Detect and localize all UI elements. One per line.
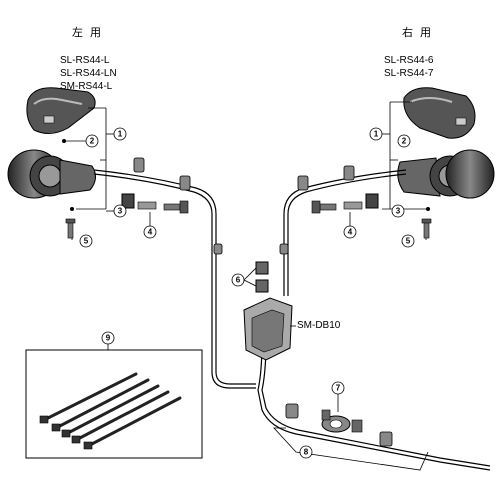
rear-adjuster — [321, 394, 363, 433]
zip-tie-box — [25, 344, 203, 459]
cable-clip-parts — [243, 261, 269, 293]
left-shifter-grip — [7, 149, 96, 199]
callout-5-left — [79, 234, 93, 248]
left-callout-lines — [64, 107, 114, 240]
callout-5-right-label: 5 — [406, 237, 411, 246]
callout-9-label: 9 — [106, 334, 111, 343]
callout-1-right — [369, 127, 383, 141]
left-model-1: SL-RS44-L — [60, 55, 110, 66]
callout-3-left — [113, 204, 127, 218]
right-model-2: SL-RS44-7 — [384, 68, 434, 79]
callout-4-right-label: 4 — [348, 228, 353, 237]
callout-5-right — [401, 234, 415, 248]
callout-9 — [101, 331, 115, 345]
callout-7-label: 7 — [336, 384, 341, 393]
right-heading: 右 用 — [402, 27, 434, 39]
callout-3-right — [391, 204, 405, 218]
callout-6-label: 6 — [236, 276, 241, 285]
callout-2-right-label: 2 — [402, 137, 407, 146]
left-heading: 左 用 — [72, 27, 104, 39]
zip-ties — [42, 372, 182, 448]
callout-4-left — [143, 225, 157, 239]
callout-5-left-label: 5 — [84, 237, 89, 246]
callout-4-left-label: 4 — [148, 228, 153, 237]
left-adjuster-assembly — [121, 193, 189, 226]
callout-1-left — [113, 127, 127, 141]
callout-4-right — [343, 225, 357, 239]
left-screw — [65, 218, 76, 239]
left-shifter-cover — [26, 87, 96, 134]
callout-1-left-label: 1 — [118, 130, 123, 139]
junction-label: SM-DB10 — [297, 320, 341, 331]
right-shifter-cover — [403, 87, 476, 139]
right-adjuster-assembly — [311, 193, 379, 226]
callout-2-right — [397, 134, 411, 148]
right-model-1: SL-RS44-6 — [384, 55, 434, 66]
callout-6 — [231, 273, 245, 287]
callout-2-left — [85, 134, 99, 148]
junction-block — [243, 297, 296, 361]
cable-housings — [93, 169, 491, 471]
callout-8 — [299, 445, 313, 459]
right-shifter-grip — [397, 149, 495, 199]
callout-7 — [331, 381, 345, 395]
left-model-3: SM-RS44-L — [60, 81, 113, 92]
callout-2-left-label: 2 — [90, 137, 95, 146]
callout-1-right-label: 1 — [374, 130, 379, 139]
rear-bracket-outline — [273, 427, 429, 471]
callout-3-left-label: 3 — [118, 207, 123, 216]
right-screw — [421, 218, 432, 239]
callout-3-right-label: 3 — [396, 207, 401, 216]
cable-clamps — [133, 157, 393, 447]
callout-8-label: 8 — [304, 448, 309, 457]
left-model-2: SL-RS44-LN — [60, 68, 117, 79]
